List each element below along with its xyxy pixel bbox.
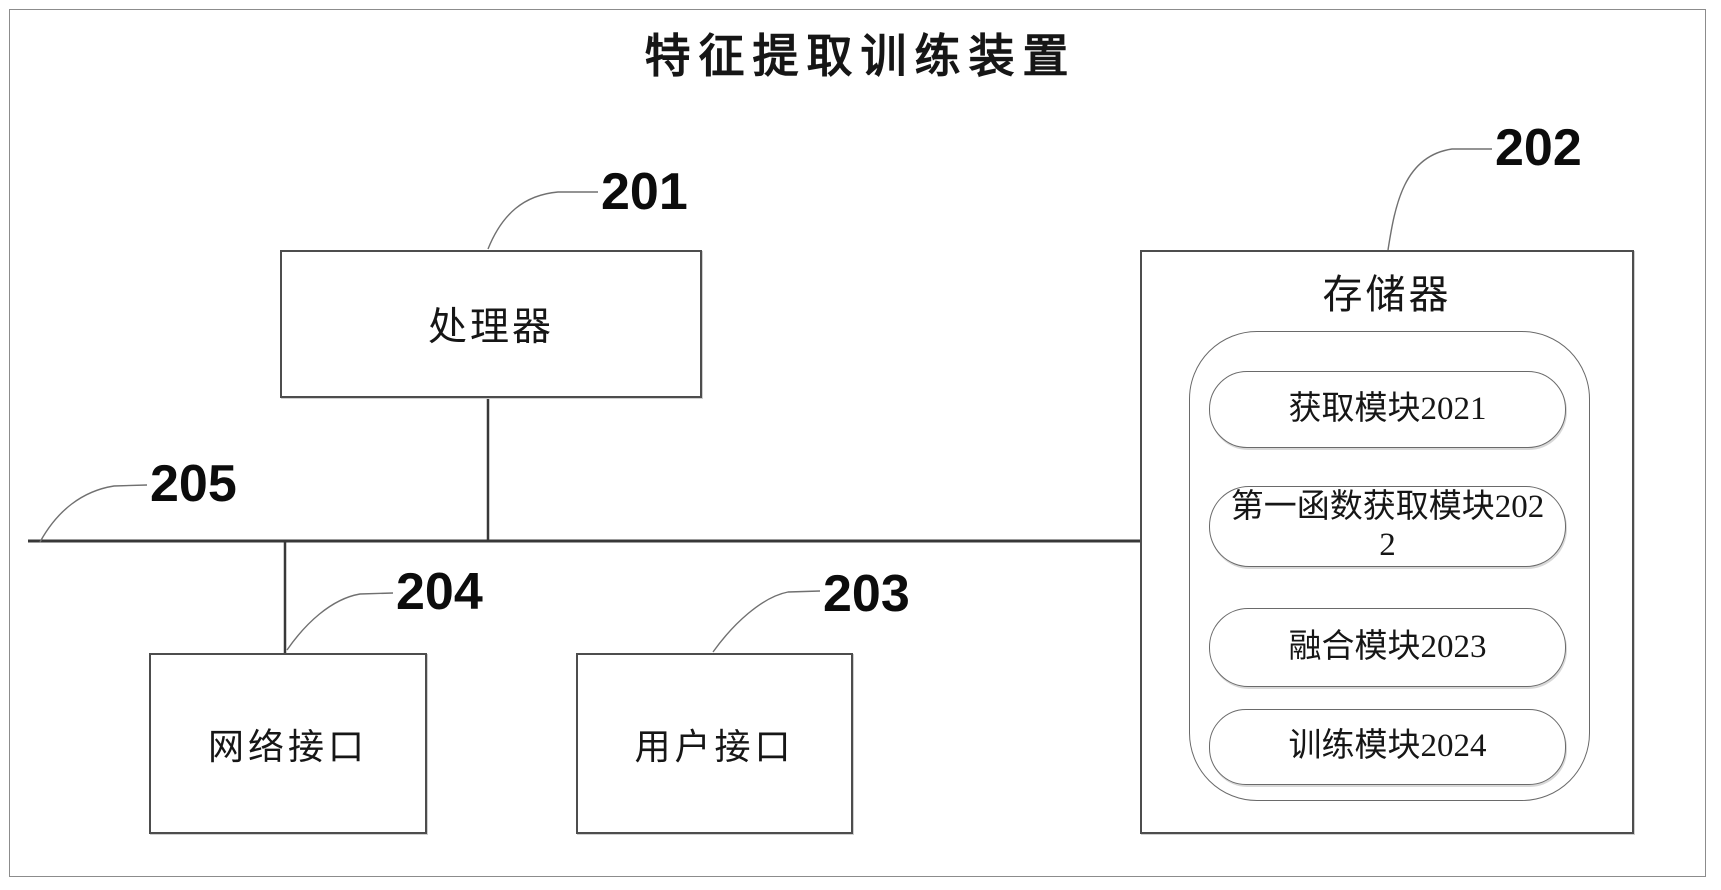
ref-leader-204 [286, 592, 394, 651]
processor-box: 处理器 [280, 250, 702, 398]
module-fusion-label: 融合模块2023 [1288, 628, 1487, 665]
network-interface-label: 网络接口 [207, 726, 368, 767]
module-acquisition: 获取模块2021 [1209, 371, 1566, 448]
ref-number-network-interface: 204 [396, 563, 483, 621]
ref-leader-202 [1387, 148, 1492, 251]
module-acquisition-label: 获取模块2021 [1288, 390, 1487, 427]
module-training-label: 训练模块2024 [1288, 728, 1487, 765]
figure-border [9, 9, 1706, 877]
ref-leader-201 [487, 191, 598, 250]
diagram-title: 特征提取训练装置 [644, 31, 1077, 82]
module-fusion: 融合模块2023 [1209, 608, 1566, 687]
user-interface-label: 用户接口 [634, 726, 795, 767]
memory-label: 存储器 [1322, 272, 1452, 317]
module-training: 训练模块2024 [1209, 709, 1566, 785]
ref-number-bus: 205 [150, 455, 237, 513]
memory-module-group: 获取模块2021 第一函数获取模块2022 融合模块2023 训练模块2024 [1189, 331, 1590, 801]
ref-leader-205 [39, 484, 148, 543]
ref-number-user-interface: 203 [823, 565, 910, 623]
user-interface-box: 用户接口 [576, 653, 853, 834]
network-interface-box: 网络接口 [149, 653, 427, 834]
ref-leader-203 [712, 590, 821, 653]
ref-number-processor: 201 [601, 163, 688, 221]
module-first-function-acquisition-label: 第一函数获取模块2022 [1230, 488, 1545, 563]
memory-box: 存储器 获取模块2021 第一函数获取模块2022 融合模块2023 训练模块2… [1140, 250, 1634, 834]
module-first-function-acquisition: 第一函数获取模块2022 [1209, 486, 1566, 567]
ref-number-memory: 202 [1495, 119, 1582, 177]
processor-label: 处理器 [427, 306, 554, 349]
